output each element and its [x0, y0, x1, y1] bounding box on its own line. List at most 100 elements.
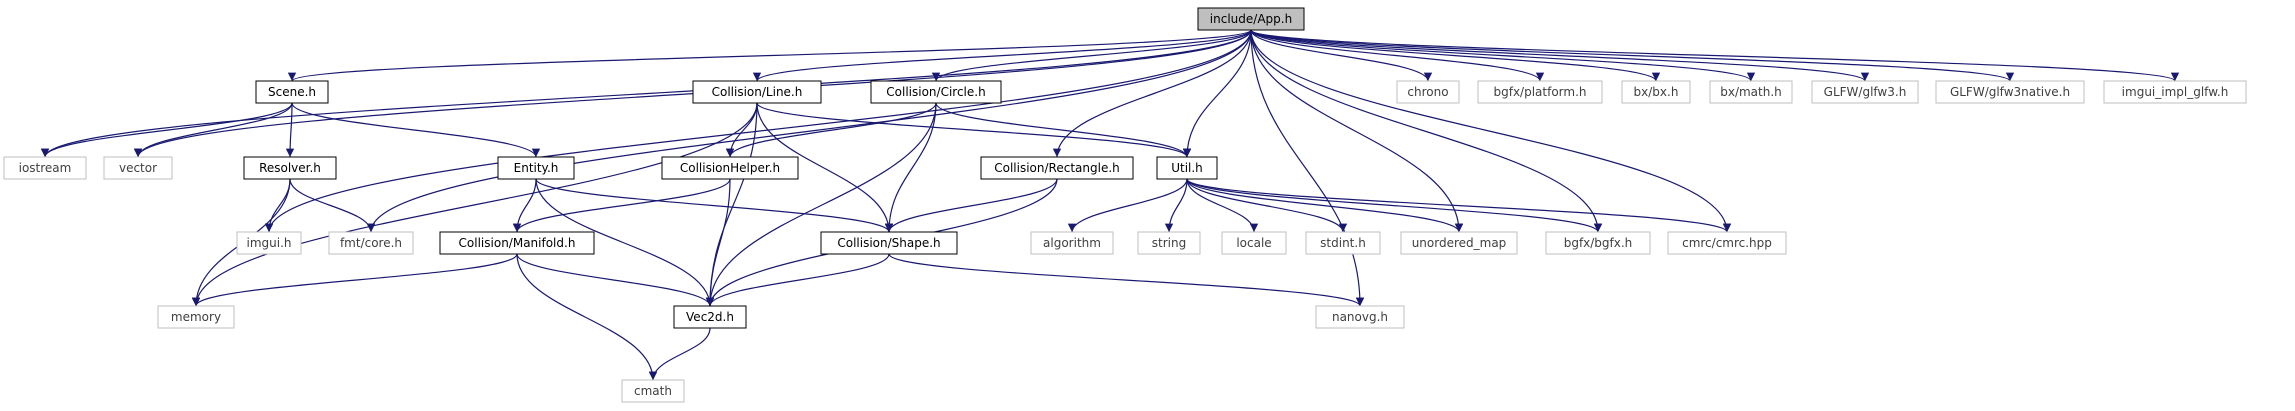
node-box-glfw3: [1811, 80, 1919, 104]
edge-app-to-bxmath: [1250, 29, 1756, 82]
node-box-cmath: [621, 379, 685, 403]
node-label-nanovg: nanovg.h: [1332, 310, 1388, 324]
node-label-glfw3native: GLFW/glfw3native.h: [1950, 85, 2070, 99]
node-label-unordmap: unordered_map: [1412, 236, 1507, 250]
node-cshape[interactable]: Collision/Shape.h: [820, 231, 958, 255]
node-fmtcore: fmt/core.h: [328, 231, 414, 255]
node-label-cmrc: cmrc/cmrc.hpp: [1682, 236, 1772, 250]
node-resolver[interactable]: Resolver.h: [243, 156, 337, 180]
node-label-resolver: Resolver.h: [259, 161, 321, 175]
node-chelper[interactable]: CollisionHelper.h: [661, 156, 799, 180]
node-cmath: cmath: [621, 379, 685, 403]
node-box-cshape: [820, 231, 958, 255]
node-entity[interactable]: Entity.h: [497, 156, 575, 180]
node-label-iostream: iostream: [19, 161, 72, 175]
node-label-stdint: stdint.h: [1320, 236, 1366, 250]
node-label-memory: memory: [171, 310, 221, 324]
edge-ccircle-to-vec2d: [705, 102, 937, 307]
node-label-bxmath: bx/math.h: [1720, 85, 1782, 99]
node-unordmap: unordered_map: [1400, 231, 1518, 255]
edge-scene-to-iostream: [40, 102, 293, 158]
node-glfw3: GLFW/glfw3.h: [1811, 80, 1919, 104]
edge-entity-to-cshape: [535, 178, 894, 233]
node-box-crect: [980, 156, 1134, 180]
node-scene[interactable]: Scene.h: [255, 80, 329, 104]
node-label-cshape: Collision/Shape.h: [837, 236, 940, 250]
edge-scene-to-vector: [133, 102, 293, 158]
edge-cmanifold-to-vec2d: [516, 253, 715, 307]
node-bgfxplat: bgfx/platform.h: [1477, 80, 1603, 104]
edge-app-to-cmrc: [1250, 29, 1732, 233]
node-label-cmath: cmath: [634, 384, 672, 398]
edge-crect-to-cshape: [884, 178, 1058, 233]
edge-app-to-bxbx: [1250, 29, 1661, 82]
node-label-string: string: [1152, 236, 1186, 250]
node-box-cmrc: [1667, 231, 1787, 255]
node-label-util: Util.h: [1171, 161, 1203, 175]
edge-app-to-cline: [752, 29, 1252, 82]
node-chrono: chrono: [1396, 80, 1460, 104]
node-app[interactable]: include/App.h: [1197, 7, 1305, 31]
node-box-vector: [103, 156, 173, 180]
edge-cshape-to-vec2d: [705, 253, 890, 307]
node-label-vector: vector: [119, 161, 157, 175]
node-box-chrono: [1396, 80, 1460, 104]
node-box-entity: [497, 156, 575, 180]
node-label-fmtcore: fmt/core.h: [340, 236, 402, 250]
edge-cmanifold-to-memory: [191, 253, 518, 307]
node-string: string: [1137, 231, 1201, 255]
node-label-entity: Entity.h: [514, 161, 559, 175]
node-bxmath: bx/math.h: [1709, 80, 1793, 104]
edge-cline-to-memory: [191, 102, 758, 307]
node-label-bgfxplat: bgfx/platform.h: [1493, 85, 1586, 99]
edge-vec2d-to-cmath: [648, 327, 711, 381]
node-ccircle[interactable]: Collision/Circle.h: [870, 80, 1002, 104]
node-box-stdint: [1305, 231, 1381, 255]
node-bxbx: bx/bx.h: [1621, 80, 1691, 104]
node-memory: memory: [157, 305, 235, 329]
node-box-bgfxplat: [1477, 80, 1603, 104]
node-label-imguiimpl: imgui_impl_glfw.h: [2122, 85, 2229, 99]
node-label-imgui: imgui.h: [247, 236, 292, 250]
edge-util-to-string: [1164, 178, 1188, 233]
node-cmanifold[interactable]: Collision/Manifold.h: [439, 231, 595, 255]
node-locale: locale: [1221, 231, 1287, 255]
edge-util-to-cmrc: [1186, 178, 1732, 233]
node-cline[interactable]: Collision/Line.h: [692, 80, 822, 104]
node-bgfxbgfx: bgfx/bgfx.h: [1545, 231, 1651, 255]
node-box-fmtcore: [328, 231, 414, 255]
node-label-glfw3: GLFW/glfw3.h: [1824, 85, 1907, 99]
edge-util-to-locale: [1186, 178, 1259, 233]
node-box-app: [1197, 7, 1305, 31]
node-box-iostream: [3, 156, 87, 180]
edge-cline-to-util: [756, 102, 1192, 158]
edge-ccircle-to-cshape: [884, 102, 937, 233]
node-box-vec2d: [673, 305, 747, 329]
node-box-nanovg: [1315, 305, 1405, 329]
node-label-bgfxbgfx: bgfx/bgfx.h: [1564, 236, 1633, 250]
edge-app-to-nanovg: [1250, 29, 1365, 307]
edge-app-to-fmtcore: [366, 29, 1252, 233]
node-crect[interactable]: Collision/Rectangle.h: [980, 156, 1134, 180]
node-util[interactable]: Util.h: [1156, 156, 1218, 180]
edge-util-to-algorithm: [1067, 178, 1188, 233]
edge-app-to-bgfxplat: [1250, 29, 1545, 82]
edge-resolver-to-imgui: [264, 178, 291, 233]
edge-ccircle-to-chelper: [725, 102, 937, 158]
node-cmrc: cmrc/cmrc.hpp: [1667, 231, 1787, 255]
edge-util-to-stdint: [1186, 178, 1348, 233]
edge-app-to-glfw3native: [1250, 29, 2014, 82]
node-label-algorithm: algorithm: [1043, 236, 1101, 250]
node-box-bgfxbgfx: [1545, 231, 1651, 255]
node-vector: vector: [103, 156, 173, 180]
node-label-scene: Scene.h: [268, 85, 316, 99]
node-box-unordmap: [1400, 231, 1518, 255]
node-imgui: imgui.h: [236, 231, 302, 255]
node-label-cmanifold: Collision/Manifold.h: [459, 236, 576, 250]
edge-app-to-bgfxbgfx: [1250, 29, 1603, 233]
node-vec2d[interactable]: Vec2d.h: [673, 305, 747, 329]
node-iostream: iostream: [3, 156, 87, 180]
edge-chelper-to-cmanifold: [512, 178, 731, 233]
edge-app-to-chrono: [1250, 29, 1433, 82]
